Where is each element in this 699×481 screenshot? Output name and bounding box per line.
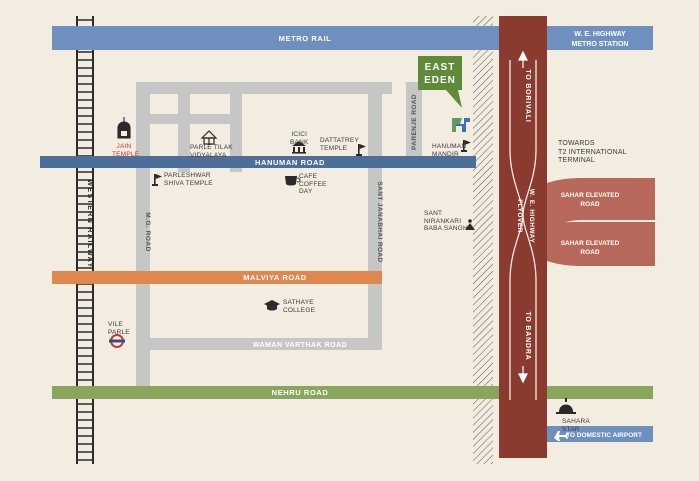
parleshwar-line1: PARLESHWAR (164, 172, 211, 179)
parle-tilak-line2: VIDYALAYA (190, 151, 227, 159)
road-vertical-1 (178, 82, 190, 172)
meditation-icon (465, 219, 475, 230)
vile-parle-label: VILE PARLE (108, 321, 130, 336)
sahar-elevated-road-lower (520, 222, 655, 266)
jain-temple-label: JAIN TEMPLE (112, 143, 140, 158)
waman-varthak-strip (136, 338, 382, 350)
ccd-line3: DAY (299, 188, 313, 195)
dattatrey-line1: DATTATREY (320, 137, 359, 144)
arrow-up-icon (518, 50, 528, 68)
sant-nirankari-line3: BABA SANGH (424, 225, 468, 232)
hanuman-mandir-label: HANUMAN MANDIR (432, 143, 466, 158)
flag-temple-icon-parleshwar (152, 174, 162, 186)
icici-bank-label: ICICI BANK (290, 131, 309, 146)
metro-rail-label: METRO RAIL (279, 34, 332, 43)
hanuman-mandir-line2: MANDIR (432, 150, 459, 158)
sahar-upper-label-2: ROAD (580, 201, 599, 208)
metro-station-icon (109, 334, 125, 348)
towards-t2-line1: TOWARDS (558, 140, 595, 147)
sant-janabhai-road-label: SANT JANABHAI ROAD (376, 181, 383, 262)
school-icon (200, 130, 218, 145)
parle-tilak-line1: PARLE TILAK (190, 144, 233, 151)
sahar-lower-label-1: SAHAR ELEVATED (561, 240, 620, 247)
hanuman-road-label: HANUMAN ROAD (255, 158, 325, 167)
vile-parle-line1: VILE (108, 321, 123, 328)
flag-temple-icon-hanuman (461, 140, 471, 152)
flyover-label-1: FLYOVER (516, 199, 523, 233)
flag-temple-icon (356, 144, 366, 156)
graduation-cap-icon (264, 300, 280, 311)
malviya-road-label: MALVIYA ROAD (243, 273, 307, 282)
project-logo-line1: EAST (425, 62, 456, 73)
sathaye-line1: SATHAYE (283, 299, 314, 306)
towards-t2-label: TOWARDS T2 INTERNATIONAL TERMINAL (558, 140, 627, 166)
domestic-airport-label: TO DOMESTIC AIRPORT (566, 432, 642, 439)
sahar-lower-label-2: ROAD (580, 249, 599, 256)
to-bandra-label: TO BANDRA (524, 311, 531, 360)
coffee-icon (285, 176, 301, 186)
waman-varthak-road-label: WAMAN VARTHAK ROAD (253, 342, 347, 349)
highway-lane-right (522, 60, 537, 400)
metro-station-label-1: W. E. HIGHWAY (574, 31, 626, 38)
ccd-line2: COFFEE (299, 180, 327, 188)
project-logo-line2: EDEN (424, 75, 456, 86)
icici-bank-line2: BANK (290, 138, 309, 146)
sant-nirankari-line2: NIRANKARI (424, 217, 462, 225)
mg-road-label: M.G. ROAD (144, 212, 151, 252)
arrow-down-icon (518, 366, 528, 384)
road-north-grey (136, 82, 392, 94)
nehru-road-label: NEHRU ROAD (272, 388, 329, 397)
hanuman-road-band (40, 156, 476, 168)
road-horizontal-inner (136, 114, 242, 124)
project-marker[interactable] (418, 56, 462, 108)
metro-corridor-hatch (473, 16, 493, 464)
nehru-road-band (52, 386, 653, 399)
western-railway-label: WESTERN RAILWAY (86, 179, 93, 268)
malviya-road-band (52, 271, 382, 284)
hanuman-mandir-line1: HANUMAN (432, 143, 467, 150)
icici-bank-line1: ICICI (291, 131, 308, 138)
sant-nirankari-label: SANT NIRANKARI BABA SANGH (424, 210, 468, 233)
sahara-star-line2: STAR (562, 425, 580, 433)
dattatrey-temple-label: DATTATREY TEMPLE (320, 137, 359, 152)
parleshwar-line2: SHIVA TEMPLE (164, 179, 213, 187)
temple-icon (117, 117, 131, 139)
sahar-upper-label-1: SAHAR ELEVATED (561, 192, 620, 199)
parleshwar-label: PARLESHWAR SHIVA TEMPLE (164, 172, 213, 187)
bank-icon (292, 141, 306, 154)
dattatrey-line2: TEMPLE (320, 144, 348, 152)
hotel-dome-icon (556, 398, 576, 414)
sant-nirankari-line1: SANT (424, 210, 443, 217)
jain-temple-line2: TEMPLE (112, 150, 140, 158)
metro-station-label-2: METRO STATION (572, 41, 629, 48)
sahara-star-label: SAHARA STAR (562, 418, 590, 433)
jain-temple-line1: JAIN (116, 143, 132, 150)
we-highway-band (499, 16, 547, 458)
metro-station-box (547, 26, 653, 50)
project-pin-icon (452, 118, 470, 132)
sahara-star-line1: SAHARA (562, 418, 590, 425)
airplane-icon (554, 431, 568, 441)
road-vertical-2 (230, 82, 242, 172)
cafe-coffee-day-label: CAFE COFFEE DAY (299, 173, 327, 196)
sathaye-college-label: SATHAYE COLLEGE (283, 299, 315, 314)
towards-t2-line3: TERMINAL (558, 157, 595, 164)
parenje-road-strip (406, 82, 422, 164)
towards-t2-line2: T2 INTERNATIONAL (558, 148, 627, 156)
flyover-label-2: W. E. HIGHWAY (528, 189, 535, 243)
sathaye-line2: COLLEGE (283, 306, 316, 314)
vile-parle-line2: PARLE (108, 328, 130, 336)
to-borivali-label: TO BORIVALI (524, 69, 531, 122)
parle-tilak-label: PARLE TILAK VIDYALAYA (190, 144, 233, 159)
ccd-line1: CAFE (299, 173, 318, 180)
domestic-airport-box[interactable] (547, 426, 653, 442)
parenje-road-label: PARENJE ROAD (411, 94, 418, 150)
